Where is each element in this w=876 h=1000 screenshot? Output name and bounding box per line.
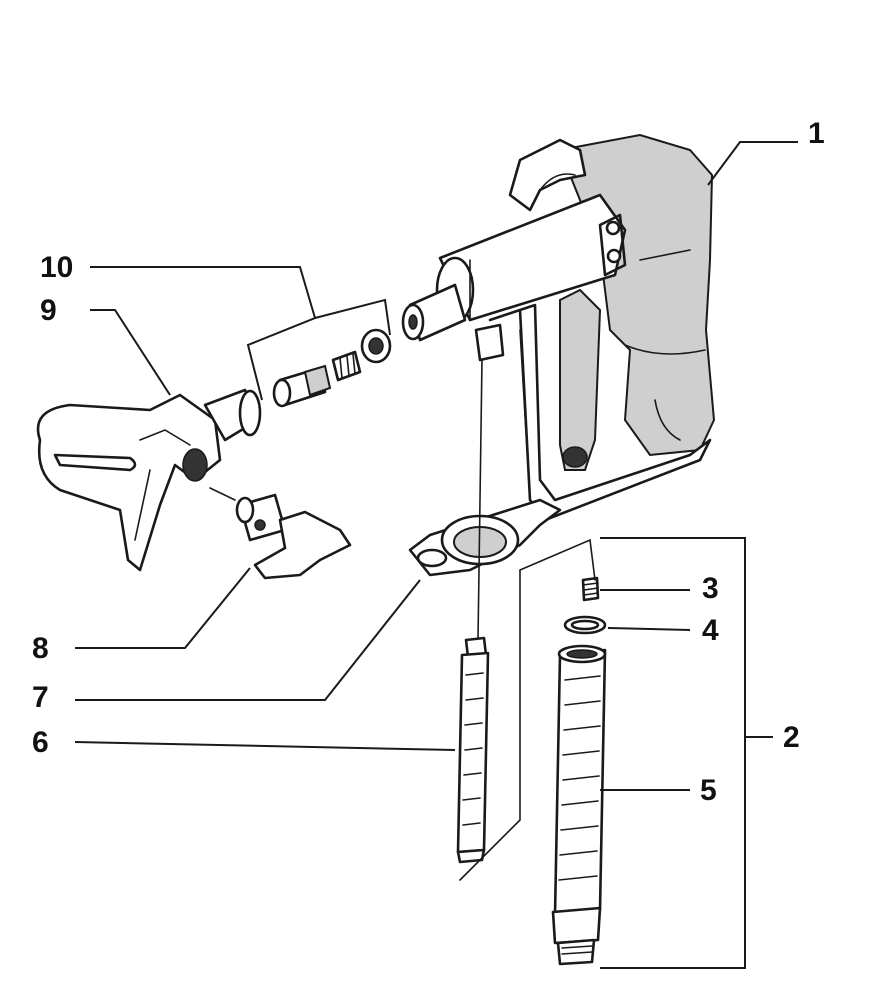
label-1: 1 <box>808 117 825 150</box>
label-10: 10 <box>40 251 73 284</box>
label-2: 2 <box>783 721 800 754</box>
label-9: 9 <box>40 294 57 327</box>
reversible-tip <box>209 487 352 580</box>
label-8: 8 <box>32 632 49 665</box>
filter-housing <box>551 576 607 966</box>
label-6: 6 <box>32 726 49 759</box>
gun-body <box>401 133 716 577</box>
alignment-lines <box>459 538 596 881</box>
filter-rod <box>456 359 490 864</box>
label-4: 4 <box>702 614 719 647</box>
label-5: 5 <box>700 774 717 807</box>
nozzle-seat-assembly <box>272 328 392 408</box>
label-3: 3 <box>702 572 719 605</box>
label-7: 7 <box>32 681 49 714</box>
tip-guard <box>36 388 262 572</box>
leader-lines <box>74 141 798 969</box>
